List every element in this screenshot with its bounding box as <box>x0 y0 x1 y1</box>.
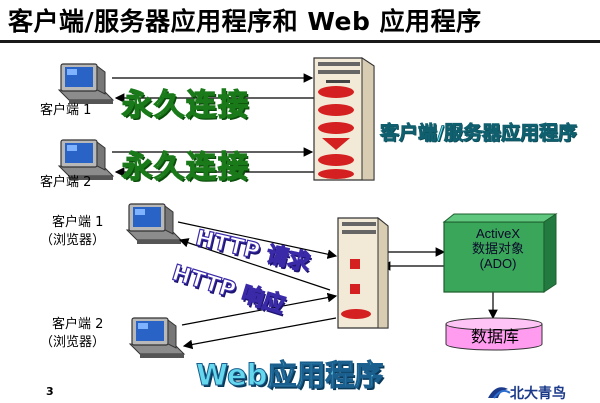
persistent-connection-label-1: 永久连接 <box>121 87 250 123</box>
activex-label: ActiveX 数据对象 (ADO) <box>446 226 550 271</box>
browser-client-1-sublabel: （浏览器） <box>40 233 106 248</box>
page-title: 客户端/服务器应用程序和 Web 应用程序 <box>8 7 482 36</box>
http-request-line-1 <box>177 221 338 259</box>
client-2-label: 客户端 2 <box>40 175 92 190</box>
browser-client-1-label: 客户端 1 <box>52 215 104 230</box>
web-server-tower <box>337 216 389 329</box>
persistent-connection-label-2: 永久连接 <box>121 149 250 185</box>
computer-icon <box>57 139 115 180</box>
activex-line-2: 数据对象 <box>471 241 524 256</box>
app-server-tower <box>313 57 375 181</box>
logo-text: 北大青鸟 <box>510 386 566 402</box>
activex-ado-box <box>442 213 558 293</box>
http-request-line-2 <box>181 292 338 326</box>
activex-line-1: ActiveX <box>475 226 521 241</box>
cs-application-label: 客户端/服务器应用程序 <box>380 122 578 145</box>
client-1-label: 客户端 1 <box>40 103 92 118</box>
page-number: 3 <box>46 385 54 398</box>
activex-line-3: (ADO) <box>479 256 517 271</box>
computer-icon <box>128 317 186 358</box>
bird-logo-icon <box>488 387 511 399</box>
web-application-label: Web应用程序 <box>195 358 384 393</box>
http-response-line-1 <box>178 238 331 291</box>
database-label: 数据库 <box>470 327 519 346</box>
database-cylinder <box>445 317 543 351</box>
title-divider <box>0 40 600 43</box>
http-response-line-2 <box>182 317 337 350</box>
browser-client-2-sublabel: （浏览器） <box>40 335 106 350</box>
browser-client-2-label: 客户端 2 <box>52 317 104 332</box>
computer-icon <box>57 63 115 104</box>
computer-icon <box>125 203 183 244</box>
